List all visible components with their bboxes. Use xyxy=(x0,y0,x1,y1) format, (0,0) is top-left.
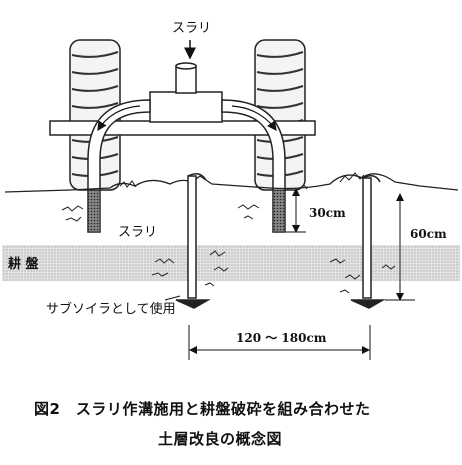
figure-caption-line2: 土層改良の概念図 xyxy=(158,430,283,448)
figure-caption-line1: 図2 スラリ作溝施用と耕盤破砕を組み合わせた xyxy=(34,400,371,418)
depth-30-label: 30cm xyxy=(309,206,346,220)
hardpan-label: 耕 盤 xyxy=(8,257,39,272)
left-slurry-column xyxy=(87,189,101,233)
subsoiler-label: サブソイラとして使用 xyxy=(46,302,176,317)
depth-60-label: 60cm xyxy=(410,227,447,241)
right-slurry-column xyxy=(272,189,286,233)
slurry-label-top: スラリ xyxy=(172,21,212,36)
right-subsoiler xyxy=(350,175,386,309)
inlet-pipe xyxy=(175,65,197,94)
subsoiler-leader xyxy=(164,295,181,301)
soil-cracks xyxy=(61,204,396,294)
left-subsoiler xyxy=(175,173,211,309)
spacing-dimension xyxy=(188,325,371,360)
spacing-label: 120 ～ 180cm xyxy=(236,331,327,345)
ground-surface xyxy=(4,172,459,193)
depth-30-dimension xyxy=(286,188,306,233)
slurry-label-side: スラリ xyxy=(118,225,158,240)
depth-60-dimension xyxy=(385,193,415,301)
distributor-box xyxy=(149,91,223,123)
hardpan-layer xyxy=(2,245,460,281)
